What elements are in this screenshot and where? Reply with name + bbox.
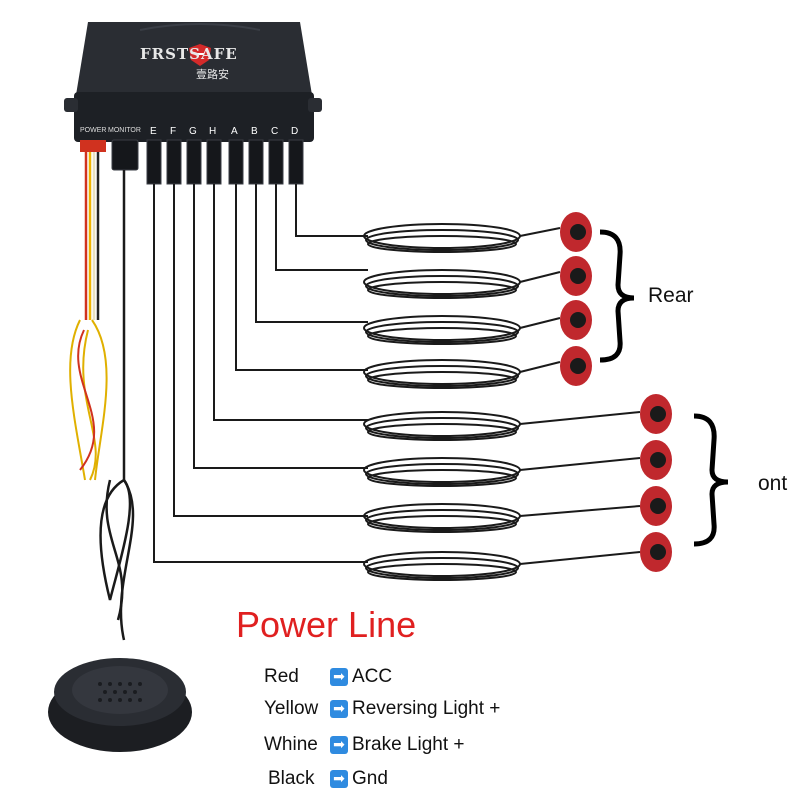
coil-front-1 xyxy=(363,411,521,441)
sensor-front-4 xyxy=(640,532,672,572)
legend-target-gnd: Gnd xyxy=(352,768,388,789)
legend-target-reversing: Reversing Light + xyxy=(352,698,501,719)
sensor-front-1 xyxy=(640,394,672,434)
port-label-h: H xyxy=(209,126,217,137)
connector-plugs xyxy=(80,139,304,185)
right-arrow-icon: ➡ xyxy=(330,770,348,788)
legend-target-acc: ACC xyxy=(352,666,393,687)
port-label-a: A xyxy=(231,126,238,137)
rear-brace xyxy=(599,229,635,363)
right-arrow-icon: ➡ xyxy=(330,668,348,686)
right-arrow-icon: ➡ xyxy=(330,700,348,718)
port-label-f: F xyxy=(170,126,177,137)
port-label-monitor: MONITOR xyxy=(108,127,141,134)
port-label-g: G xyxy=(189,126,197,137)
port-label-b: B xyxy=(251,126,258,137)
coil-rear-1 xyxy=(363,223,521,253)
control-box xyxy=(64,22,322,142)
legend-color-whine: Whine xyxy=(264,734,318,755)
sensor-wires xyxy=(153,184,368,563)
rear-group-label: Rear xyxy=(648,284,694,307)
legend-color-yellow: Yellow xyxy=(264,698,319,719)
coil-rear-4 xyxy=(363,359,521,389)
brand-logo-subtext: 壹路安 xyxy=(196,69,229,81)
coil-front-4 xyxy=(363,551,521,581)
coil-rear-3 xyxy=(363,315,521,345)
port-label-d: D xyxy=(291,126,299,137)
port-label-c: C xyxy=(271,126,279,137)
coiled-cables xyxy=(363,223,521,581)
legend-row-yellow: Yellow ➡ Reversing Light + xyxy=(264,698,500,720)
brand-logo: FRSTSAFE xyxy=(140,45,238,63)
buzzer-cable xyxy=(99,170,135,641)
sensor-leads xyxy=(519,227,641,565)
legend-row-black: Black ➡ Gnd xyxy=(268,768,388,790)
sensor-front-2 xyxy=(640,440,672,480)
power-harness xyxy=(69,152,108,481)
front-sensors xyxy=(640,394,672,572)
legend-color-black: Black xyxy=(268,768,315,789)
port-label-e: E xyxy=(150,126,157,137)
front-group-label: ont xyxy=(758,472,788,495)
legend-row-whine: Whine ➡ Brake Light + xyxy=(264,734,465,756)
port-label-power: POWER xyxy=(80,127,107,134)
coil-rear-2 xyxy=(363,269,521,299)
legend-target-brake: Brake Light + xyxy=(352,734,465,755)
buzzer-speaker xyxy=(48,658,192,752)
coil-front-3 xyxy=(363,503,521,533)
legend-color-red: Red xyxy=(264,666,299,687)
power-line-title: Power Line xyxy=(236,604,417,645)
legend-row-red: Red ➡ ACC xyxy=(264,666,392,688)
front-brace xyxy=(693,413,729,547)
sensor-rear-2 xyxy=(560,256,592,296)
sensor-rear-1 xyxy=(560,212,592,252)
sensor-rear-4 xyxy=(560,346,592,386)
sensor-front-3 xyxy=(640,486,672,526)
logo-shield-icon xyxy=(189,44,211,66)
rear-sensors xyxy=(560,212,592,386)
sensor-rear-3 xyxy=(560,300,592,340)
coil-front-2 xyxy=(363,457,521,487)
right-arrow-icon: ➡ xyxy=(330,736,348,754)
